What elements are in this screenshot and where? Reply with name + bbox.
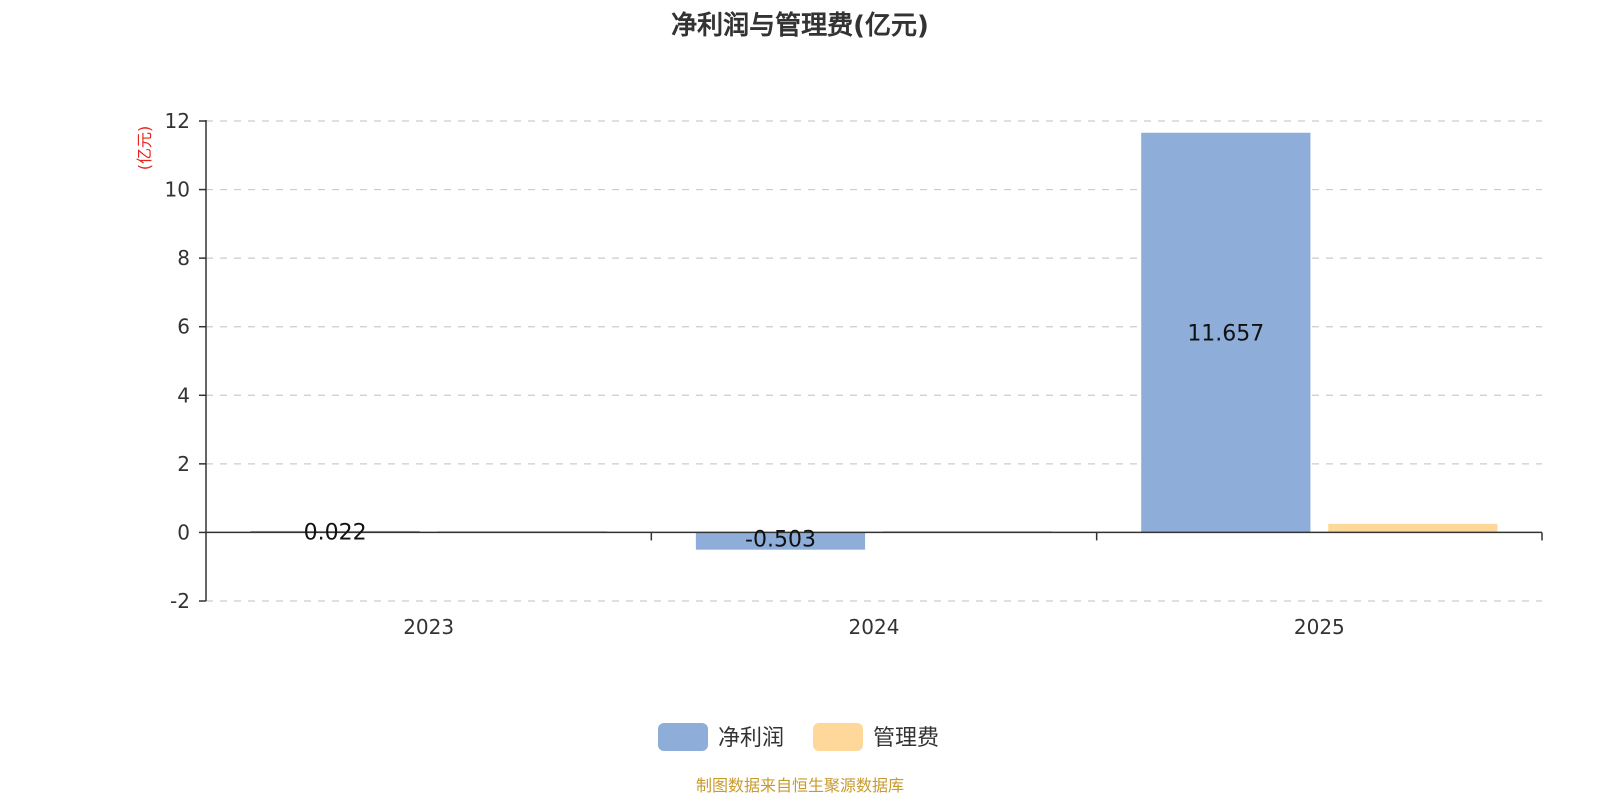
legend[interactable]: 净利润 管理费	[658, 723, 939, 751]
data-source-note: 制图数据来自恒生聚源数据库	[696, 776, 904, 795]
x-tick-label: 2023	[403, 615, 454, 639]
data-label: -0.503	[745, 527, 816, 552]
axes: -2 0 2 4 6 8 10 12 2023 2024 2025	[165, 109, 1543, 639]
y-tick-label: 6	[177, 315, 190, 339]
y-tick-label: 12	[165, 109, 190, 133]
y-axis-unit-label: (亿元)	[135, 126, 154, 171]
bar-管理费-2025	[1328, 523, 1498, 533]
legend-label-净利润[interactable]: 净利润	[718, 726, 784, 751]
bar-净利润-2025	[1141, 132, 1311, 533]
legend-label-管理费[interactable]: 管理费	[873, 726, 939, 751]
y-tick-label: 4	[177, 383, 190, 407]
legend-swatch-管理费[interactable]	[813, 723, 863, 751]
y-tick-label: 8	[177, 246, 190, 270]
legend-swatch-净利润[interactable]	[658, 723, 708, 751]
chart-title: 净利润与管理费(亿元)	[671, 10, 929, 41]
data-label: 0.022	[304, 520, 367, 545]
y-tick-label: 2	[177, 452, 190, 476]
data-label: 11.657	[1187, 322, 1264, 347]
y-tick-label: 10	[165, 178, 190, 202]
data-labels: 0.022 -0.503 11.657	[304, 322, 1265, 553]
x-tick-label: 2024	[849, 615, 900, 639]
bars	[250, 132, 1498, 550]
y-tick-label: 0	[177, 520, 190, 544]
x-tick-label: 2025	[1294, 615, 1345, 639]
bar-净利润-2024	[695, 532, 866, 550]
y-tick-label: -2	[170, 589, 190, 613]
